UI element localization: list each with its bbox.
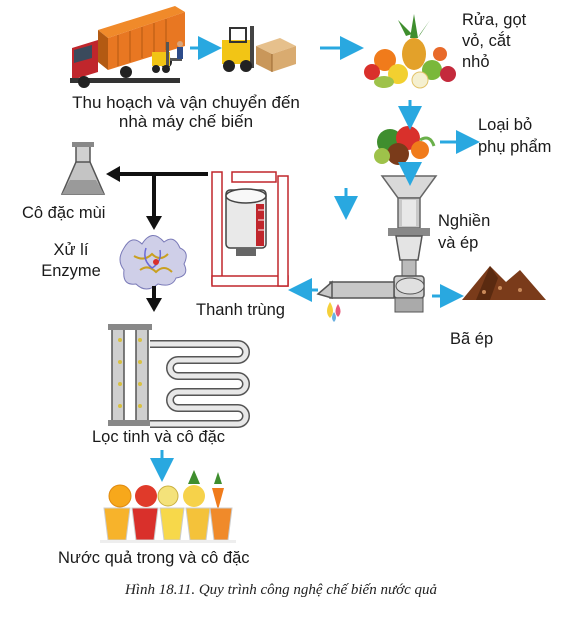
wash-label: Rửa, gọt vỏ, cắt nhỏ: [462, 11, 527, 71]
harvest-label: Thu hoạch và vận chuyển đến nhà máy chế …: [72, 93, 300, 131]
evaporator-icon: [108, 324, 250, 428]
arrow-bar-horizontal: [116, 172, 208, 176]
press-machine-icon: [316, 228, 430, 313]
black-arrows: [106, 166, 208, 312]
juice-drops-icon: [327, 302, 341, 322]
filter-concentrate-label: Lọc tinh và cô đặc: [92, 428, 225, 446]
arrow-head-down-filter: [146, 298, 162, 312]
crush-press-label: Nghiền và ép: [438, 212, 491, 252]
product-label: Nước quả trong và cô đặc: [58, 549, 250, 567]
pasteurize-label: Thanh trùng: [196, 301, 285, 319]
forklift-crates-icon: [222, 26, 296, 72]
arrow-head-down-enzyme: [146, 216, 162, 230]
flow-arrows: [150, 36, 480, 482]
aroma-concentrate-label: Cô đặc mùi: [22, 204, 106, 222]
juice-glasses-icon: [100, 470, 236, 543]
hopper-icon: [380, 175, 438, 229]
arrow-head-left: [106, 166, 120, 182]
arrow-bar-vertical: [152, 174, 156, 220]
pasteurizer-icon: [211, 171, 289, 287]
fruit-pile-icon: [364, 14, 456, 89]
pomace-icon: [462, 266, 546, 300]
peel-waste-icon: [374, 126, 436, 165]
flask-icon: [60, 142, 106, 195]
forklift-icon: [152, 41, 183, 73]
figure-caption: Hình 18.11. Quy trình công nghệ chế biến…: [124, 582, 438, 598]
enzyme-molecule-icon: [119, 235, 187, 290]
enzyme-label: Xử lí Enzyme: [41, 241, 101, 280]
pomace-label: Bã ép: [450, 330, 494, 348]
remove-byproduct-label: Loại bỏ phụ phẩm: [478, 116, 552, 156]
truck-icon: [70, 6, 185, 88]
